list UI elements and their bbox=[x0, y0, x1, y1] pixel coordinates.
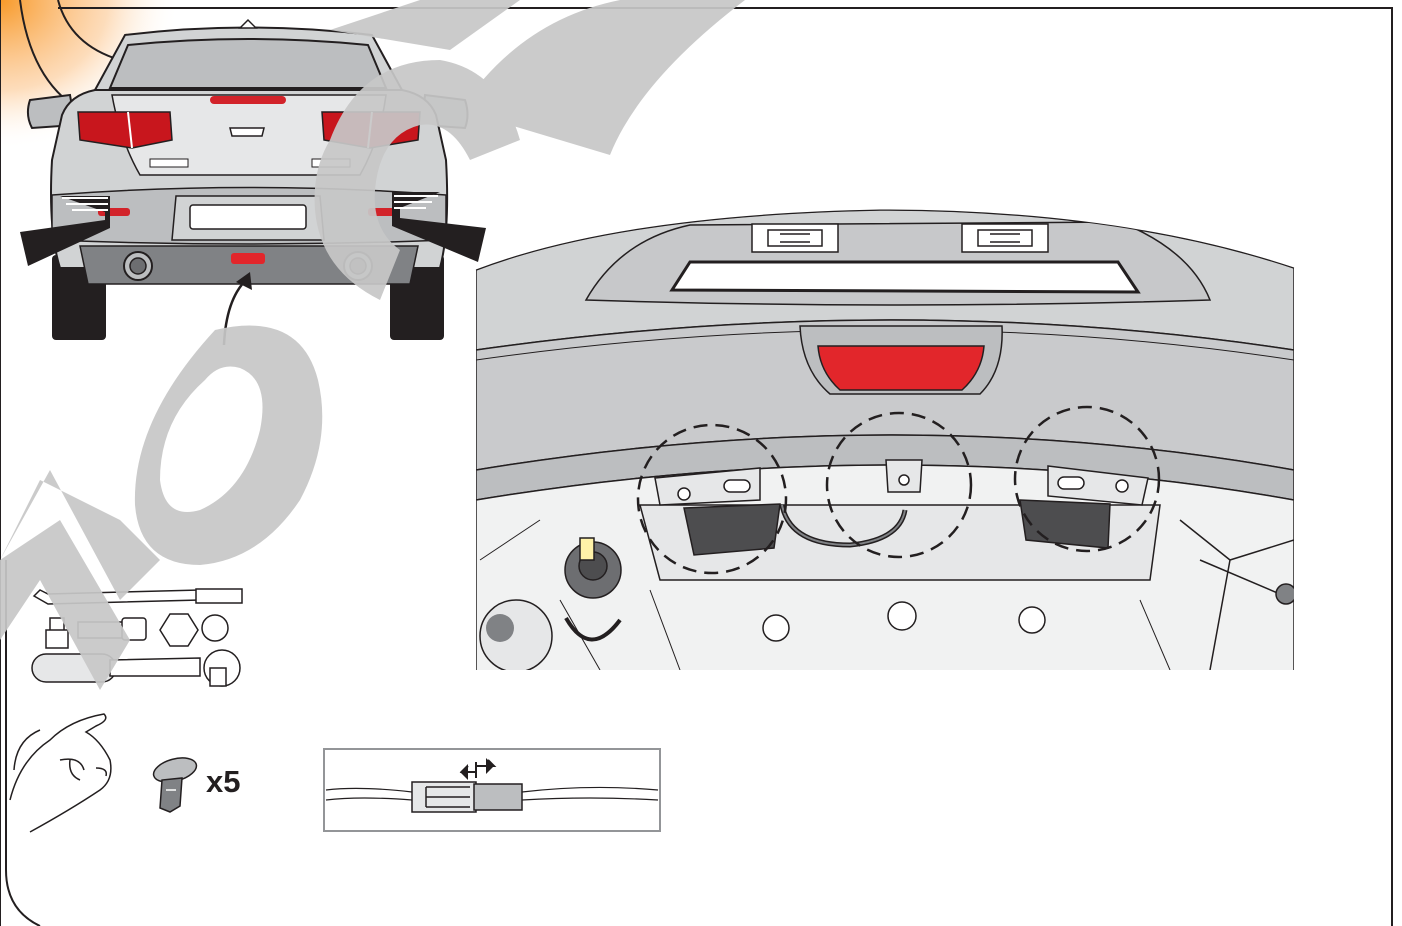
plate-clip-right bbox=[961, 223, 1049, 253]
push-clip-icon bbox=[152, 757, 198, 813]
wire-connector-icon bbox=[323, 748, 661, 832]
insertion-arrows-icon bbox=[20, 192, 486, 346]
watermark bbox=[0, 0, 745, 690]
hand-pinch-icon bbox=[9, 713, 112, 833]
bumper-detail-view bbox=[476, 210, 1294, 670]
plate-clip-left bbox=[751, 223, 839, 253]
quantity-text: x5 bbox=[206, 764, 241, 799]
